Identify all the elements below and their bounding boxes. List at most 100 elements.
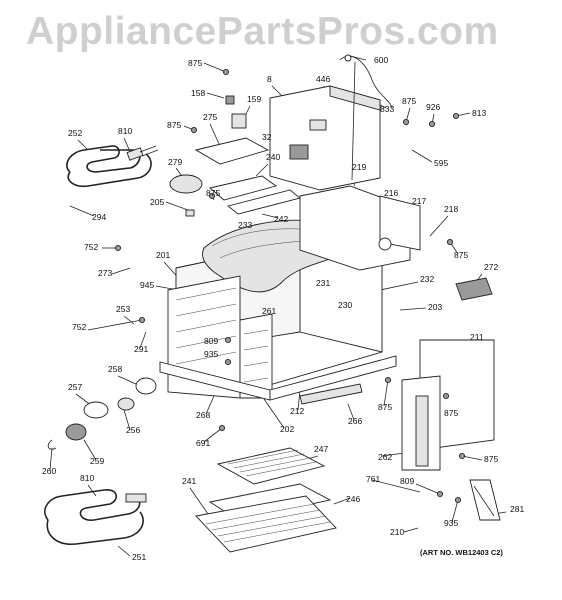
leader-line: [333, 497, 351, 505]
screw-icon: [222, 68, 230, 76]
screw-icon: [428, 120, 436, 128]
screw-icon: [436, 490, 444, 498]
oven-cavity: [159, 185, 421, 401]
callout-240: 240: [266, 152, 280, 162]
callout-761: 761: [366, 474, 380, 484]
callout-810: 810: [118, 126, 132, 136]
callout-875: 875: [206, 188, 220, 198]
callout-205: 205: [150, 197, 164, 207]
leader-line: [123, 315, 135, 325]
callout-291: 291: [134, 344, 148, 354]
callout-875: 875: [188, 58, 202, 68]
screw-icon: [442, 392, 450, 400]
callout-752: 752: [84, 242, 98, 252]
leader-line: [297, 389, 301, 411]
leader-line: [203, 427, 223, 443]
callout-246: 246: [346, 494, 360, 504]
leader-line: [111, 267, 131, 275]
callout-281: 281: [510, 504, 524, 514]
leader-line: [117, 375, 137, 385]
leader-line: [189, 487, 209, 515]
screw-icon: [224, 358, 232, 366]
leader-line: [415, 483, 441, 495]
callout-261: 261: [262, 306, 276, 316]
leader-line: [429, 215, 449, 237]
callout-272: 272: [484, 262, 498, 272]
leader-line: [165, 201, 189, 211]
leader-line: [49, 447, 53, 471]
leader-line: [123, 409, 131, 431]
callout-251: 251: [132, 552, 146, 562]
leader-line: [451, 499, 459, 523]
callout-231: 231: [316, 278, 330, 288]
screw-icon: [190, 126, 198, 134]
leader-line: [403, 527, 419, 533]
broil-element: [66, 145, 159, 188]
callout-247: 247: [314, 444, 328, 454]
callout-217: 217: [412, 196, 426, 206]
callout-210: 210: [390, 527, 404, 537]
callout-218: 218: [444, 204, 458, 214]
callout-273: 273: [98, 268, 112, 278]
callout-935: 935: [204, 349, 218, 359]
callout-875: 875: [454, 250, 468, 260]
leader-line: [175, 167, 183, 177]
clock-mount-parts: [169, 95, 301, 217]
leader-line: [83, 439, 97, 461]
callout-233: 233: [238, 220, 252, 230]
leader-line: [411, 149, 433, 163]
foil-pad: [455, 277, 493, 301]
callout-159: 159: [247, 94, 261, 104]
leader-line: [261, 395, 285, 429]
control-panel-bracket: [269, 54, 393, 191]
callout-202: 202: [280, 424, 294, 434]
callout-203: 203: [428, 302, 442, 312]
callout-875: 875: [444, 408, 458, 418]
door-hinge: [469, 479, 501, 521]
screw-icon: [208, 192, 216, 200]
callout-216: 216: [384, 188, 398, 198]
callout-219: 219: [352, 162, 366, 172]
leader-line: [383, 379, 389, 407]
trim-rail: [299, 383, 363, 405]
callout-875: 875: [167, 120, 181, 130]
screw-icon: [446, 238, 454, 246]
art-number: (ART NO. WB12403 C2): [420, 548, 503, 557]
callout-230: 230: [338, 300, 352, 310]
callout-158: 158: [191, 88, 205, 98]
broil-pan-and-rack: [195, 447, 337, 553]
callout-259: 259: [90, 456, 104, 466]
leader-line: [261, 213, 279, 219]
leader-line: [347, 403, 355, 421]
callout-691: 691: [196, 438, 210, 448]
screw-icon: [452, 112, 460, 120]
leader-line: [371, 479, 421, 493]
callout-260: 260: [42, 466, 56, 476]
leader-line: [209, 123, 221, 147]
watermark: AppliancePartsPros.com: [26, 10, 499, 53]
callout-252: 252: [68, 128, 82, 138]
screw-icon: [224, 336, 232, 344]
leader-line: [461, 455, 483, 461]
callout-752: 752: [72, 322, 86, 332]
screws: [114, 68, 466, 504]
screw-icon: [402, 118, 410, 126]
callout-266: 266: [348, 416, 362, 426]
screw-icon: [138, 316, 146, 324]
callout-810: 810: [80, 473, 94, 483]
callout-256: 256: [126, 425, 140, 435]
callout-279: 279: [168, 157, 182, 167]
leader-line: [206, 92, 225, 99]
leader-line: [69, 205, 95, 217]
callout-875: 875: [378, 402, 392, 412]
leader-line: [77, 139, 89, 151]
leader-line: [205, 395, 215, 415]
callout-253: 253: [116, 304, 130, 314]
leader-line: [203, 62, 227, 73]
callout-262: 262: [378, 452, 392, 462]
leader-line: [87, 319, 143, 331]
leader-line: [139, 331, 147, 349]
callout-257: 257: [68, 382, 82, 392]
screw-icon: [384, 376, 392, 384]
